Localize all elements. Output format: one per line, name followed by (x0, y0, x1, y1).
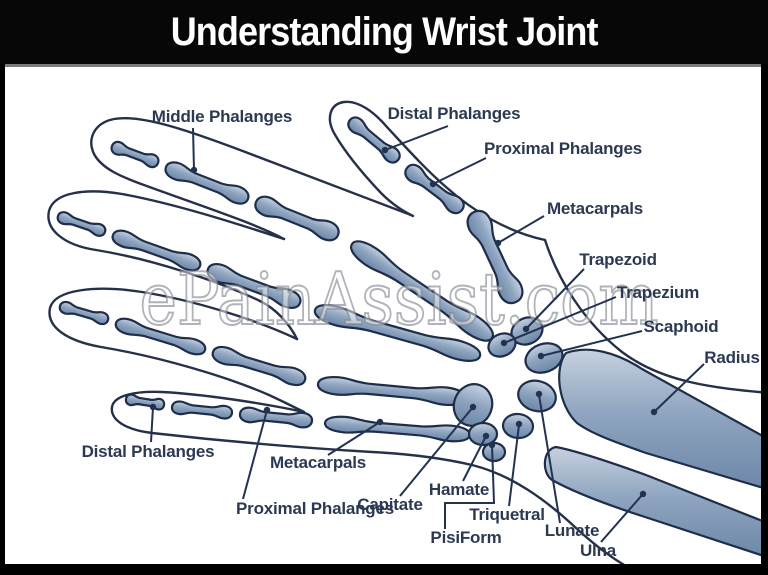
header-divider (0, 64, 768, 67)
triquetral-bone (501, 412, 535, 440)
skin-thumb (328, 100, 547, 242)
finger-1-bones (109, 139, 499, 348)
skin-finger-2 (47, 190, 299, 341)
capitate-bone (452, 383, 494, 427)
lunate-bone (517, 379, 557, 413)
thumb-bones (344, 113, 528, 308)
frame-left-border (0, 64, 5, 575)
skin-finger-3 (48, 287, 306, 414)
frame-right-border (761, 64, 768, 575)
finger-3-bones (57, 299, 468, 409)
frame-bottom-border (0, 564, 768, 575)
skin-finger-1 (90, 117, 413, 241)
page-title: Understanding Wrist Joint (170, 9, 599, 54)
title-bar: Understanding Wrist Joint (0, 0, 768, 64)
hamate-bone (467, 421, 499, 447)
pisiform-bone (481, 441, 507, 463)
